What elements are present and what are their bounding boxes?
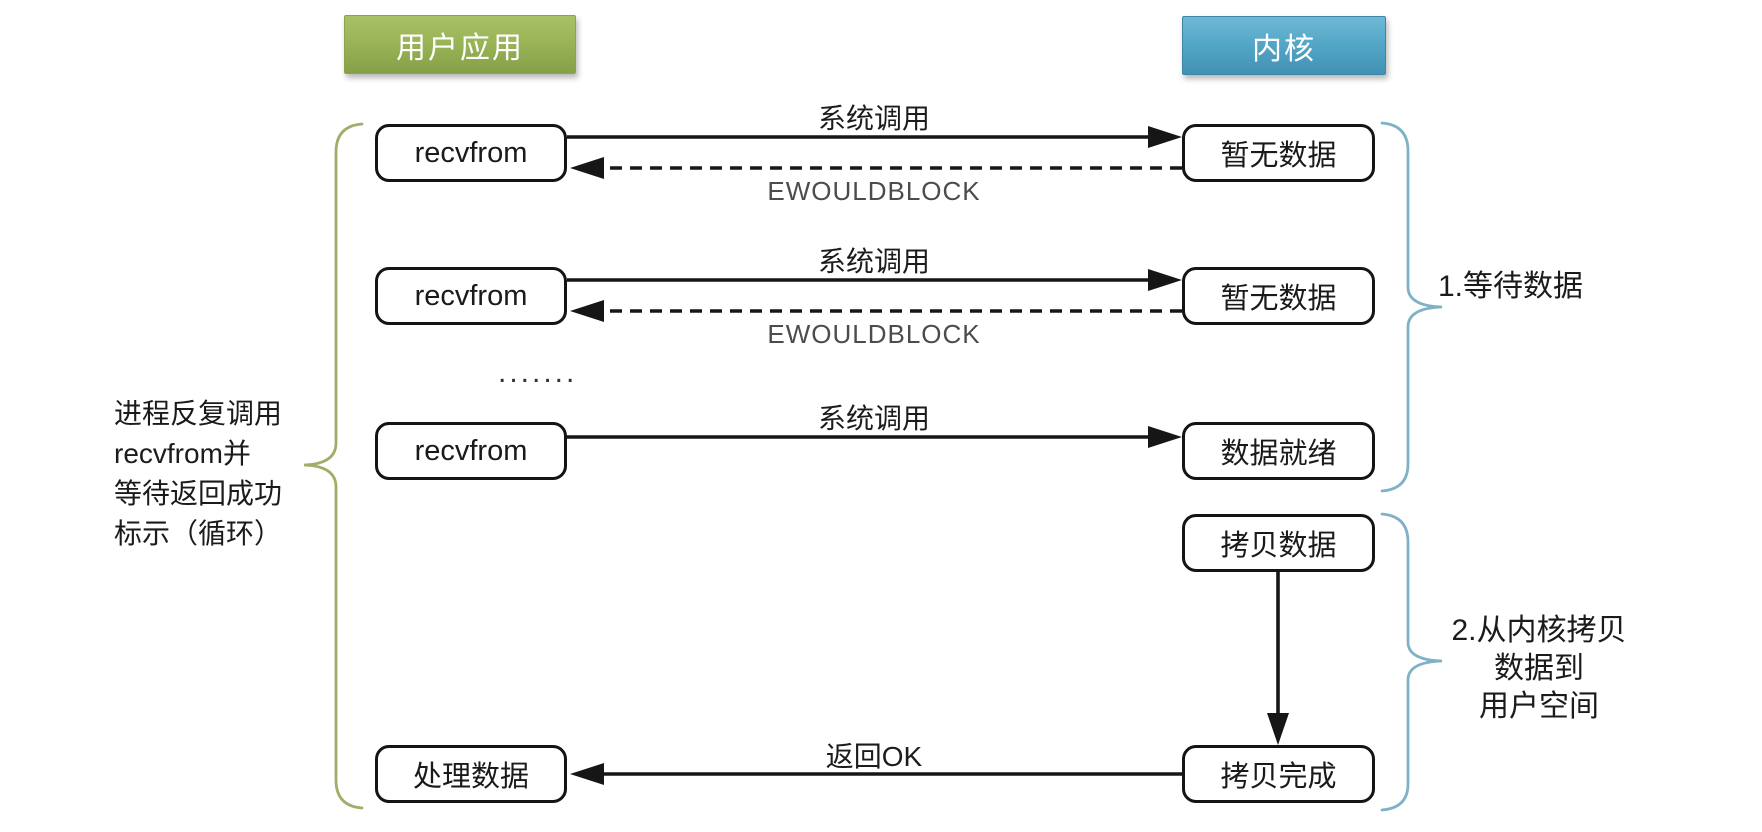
syscall-arrow-2 <box>567 269 1182 291</box>
syscall-arrow-1 <box>567 126 1182 148</box>
copy-done-box: 拷贝完成 <box>1182 745 1375 803</box>
return-ok-arrow <box>570 763 1182 785</box>
ewouldblock-label-2: EWOULDBLOCK <box>767 319 981 349</box>
step1-wait-data-label: 1.等待数据 <box>1438 270 1584 303</box>
copy-data-down-arrow <box>1267 572 1289 745</box>
copy-data-box: 拷贝数据 <box>1182 514 1375 572</box>
syscall-arrow-3 <box>567 426 1182 448</box>
recvfrom-box-2: recvfrom <box>375 267 567 325</box>
left-note-line-1: 进程反复调用 <box>114 398 283 429</box>
ewouldblock-arrow-1 <box>570 157 1182 179</box>
step2-copy-line-1: 2.从内核拷贝 <box>1451 614 1627 647</box>
user-app-header-label: 用户应用 <box>396 31 524 65</box>
kernel-header: 内核 <box>1182 16 1386 75</box>
copy-done-box-label: 拷贝完成 <box>1220 761 1337 793</box>
data-ready-box: 数据就绪 <box>1182 422 1375 480</box>
left-loop-brace <box>303 122 364 810</box>
no-data-box-1: 暂无数据 <box>1182 124 1375 182</box>
copy-data-box-label: 拷贝数据 <box>1220 530 1337 562</box>
recvfrom-box-1: recvfrom <box>375 124 567 182</box>
left-note: 进程反复调用 recvfrom并 等待返回成功 标示（循环） <box>114 394 282 554</box>
ewouldblock-arrow-2 <box>570 300 1182 322</box>
no-data-box-2: 暂无数据 <box>1182 267 1375 325</box>
process-data-box: 处理数据 <box>375 745 567 803</box>
process-data-box-label: 处理数据 <box>412 761 529 793</box>
no-data-box-2-label: 暂无数据 <box>1220 283 1337 315</box>
repeat-ellipsis: ....... <box>498 356 578 389</box>
copy-phase-brace <box>1380 512 1443 812</box>
wait-data-brace <box>1380 121 1443 493</box>
no-data-box-1-label: 暂无数据 <box>1220 140 1337 172</box>
left-note-line-4: 标示（循环） <box>114 518 283 549</box>
user-app-header: 用户应用 <box>344 15 576 74</box>
kernel-header-label: 内核 <box>1252 32 1316 66</box>
left-note-line-2: recvfrom并 <box>114 438 251 469</box>
recvfrom-box-1-label: recvfrom <box>414 136 528 169</box>
recvfrom-box-3-label: recvfrom <box>414 434 528 467</box>
left-note-line-3: 等待返回成功 <box>114 478 283 509</box>
step2-copy-label: 2.从内核拷贝 数据到 用户空间 <box>1408 612 1670 726</box>
step2-copy-line-3: 用户空间 <box>1479 690 1599 723</box>
syscall-label-2: 系统调用 <box>817 246 930 277</box>
recvfrom-box-2-label: recvfrom <box>414 279 528 312</box>
return-ok-label: 返回OK <box>825 741 923 772</box>
step2-copy-line-2: 数据到 <box>1494 652 1584 685</box>
ewouldblock-label-1: EWOULDBLOCK <box>767 176 981 206</box>
syscall-label-3: 系统调用 <box>817 403 930 434</box>
data-ready-box-label: 数据就绪 <box>1220 438 1337 470</box>
recvfrom-box-3: recvfrom <box>375 422 567 480</box>
syscall-label-1: 系统调用 <box>817 103 930 134</box>
